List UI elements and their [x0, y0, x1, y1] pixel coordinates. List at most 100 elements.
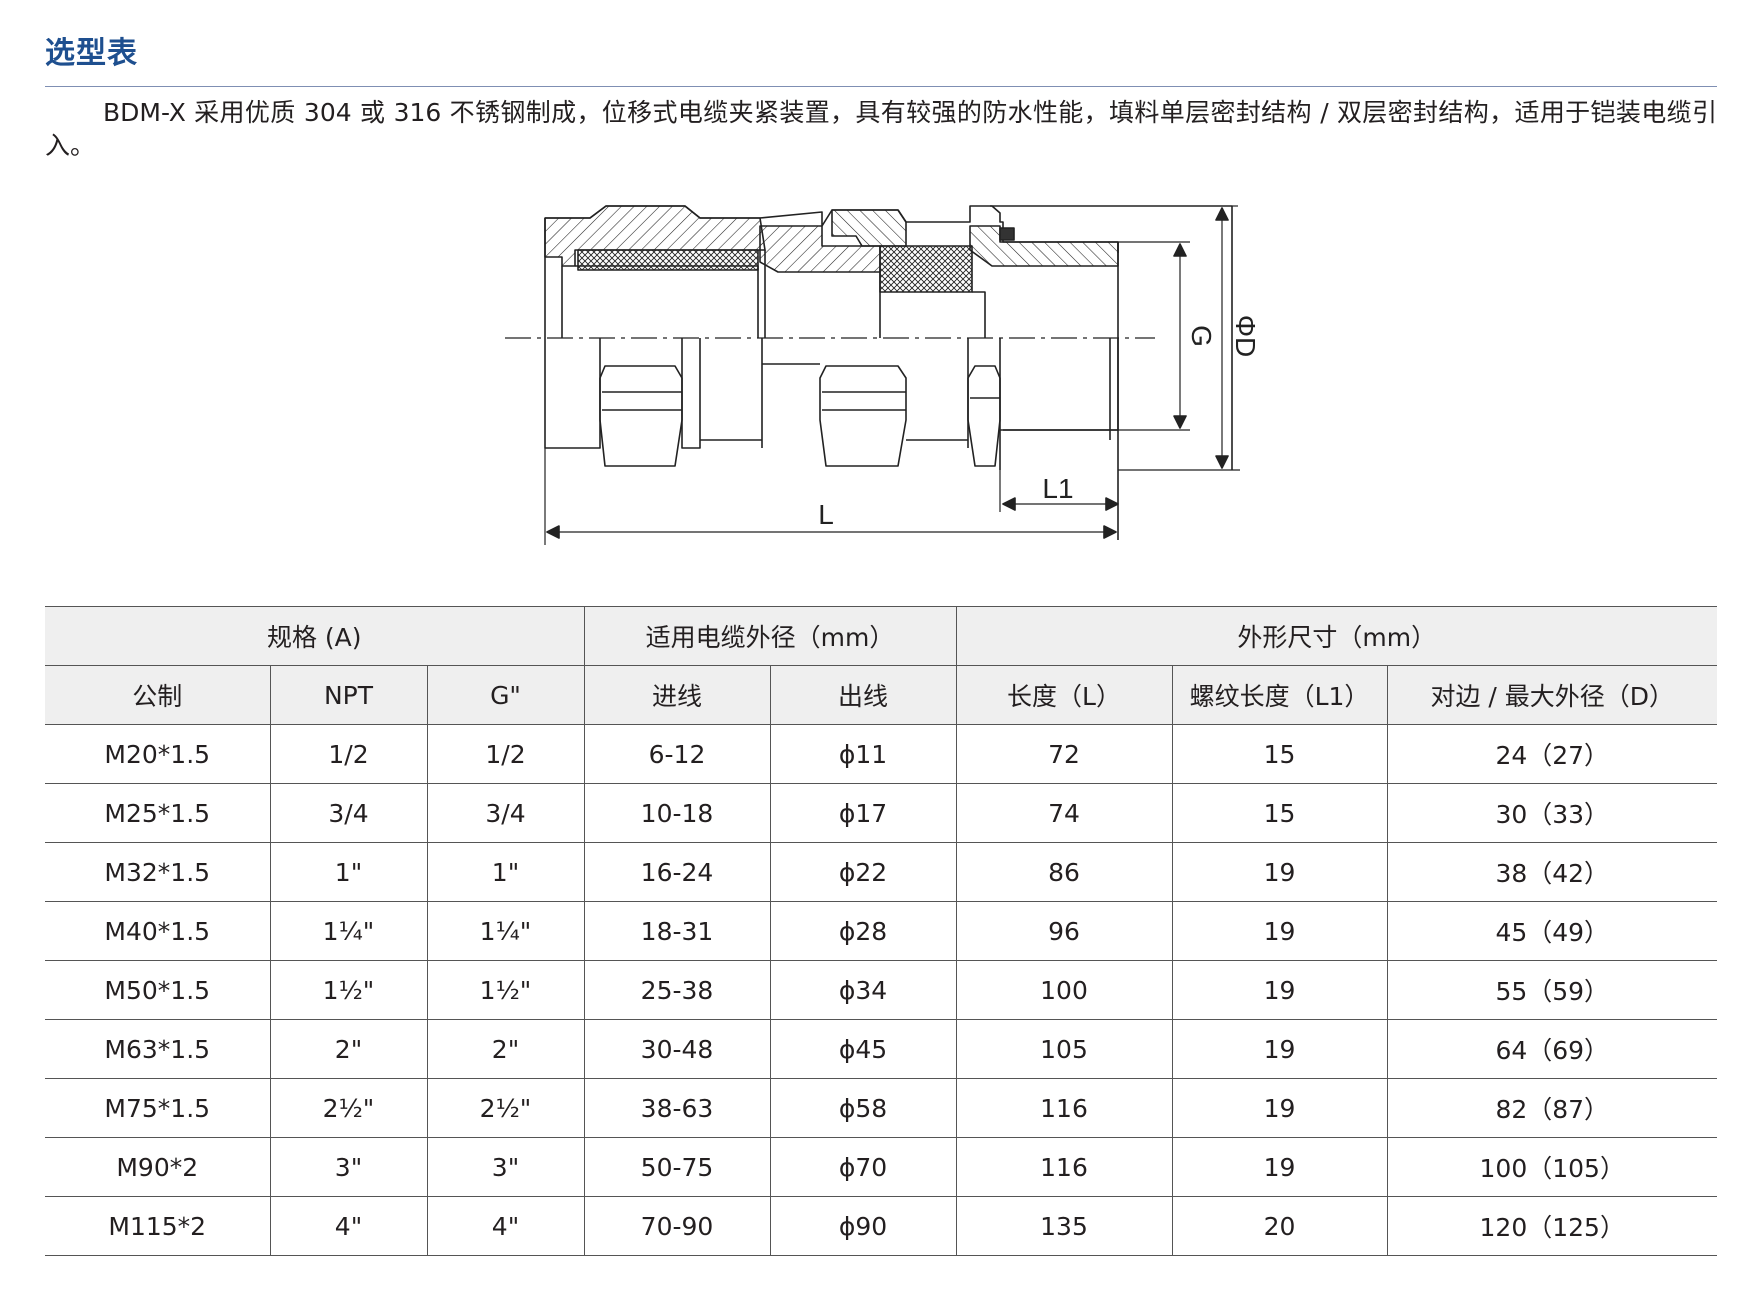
group-header-dimensions: 外形尺寸（mm）	[955, 606, 1717, 666]
cell-g: 2½"	[426, 1078, 585, 1138]
cell-outer-diameter: 45（49）	[1386, 901, 1717, 961]
cell-length: 100	[955, 960, 1173, 1020]
selection-table: 规格 (A) 适用电缆外径（mm） 外形尺寸（mm） 公制 NPT G" 进线 …	[45, 606, 1717, 1256]
col-header-thread-length: 螺纹长度（L1）	[1171, 665, 1388, 725]
cell-metric: M90*2	[45, 1137, 271, 1197]
cell-outlet: ϕ22	[769, 842, 957, 902]
cell-outlet: ϕ17	[769, 783, 957, 843]
cell-npt: 1¼"	[269, 901, 428, 961]
cell-npt: 3/4	[269, 783, 428, 843]
cell-outer-diameter: 38（42）	[1386, 842, 1717, 902]
cell-g: 2"	[426, 1019, 585, 1079]
cell-metric: M25*1.5	[45, 783, 271, 843]
cell-thread-length: 19	[1171, 1137, 1388, 1197]
cell-g: 1"	[426, 842, 585, 902]
cell-metric: M115*2	[45, 1196, 271, 1256]
col-header-g: G"	[426, 665, 585, 725]
cell-outer-diameter: 64（69）	[1386, 1019, 1717, 1079]
cell-outer-diameter: 82（87）	[1386, 1078, 1717, 1138]
col-header-outlet: 出线	[769, 665, 957, 725]
col-header-metric: 公制	[45, 665, 271, 725]
cell-length: 74	[955, 783, 1173, 843]
cell-inlet: 10-18	[583, 783, 771, 843]
column-header-row: 公制 NPT G" 进线 出线 长度（L） 螺纹长度（L1） 对边 / 最大外径…	[45, 665, 1717, 725]
cell-npt: 1/2	[269, 724, 428, 784]
cell-length: 72	[955, 724, 1173, 784]
cell-g: 4"	[426, 1196, 585, 1256]
group-header-spec: 规格 (A)	[45, 606, 585, 666]
intro-paragraph: BDM-X 采用优质 304 或 316 不锈钢制成，位移式电缆夹紧装置，具有较…	[45, 98, 1717, 160]
cell-outer-diameter: 100（105）	[1386, 1137, 1717, 1197]
cell-metric: M40*1.5	[45, 901, 271, 961]
cell-outer-diameter: 24（27）	[1386, 724, 1717, 784]
cell-outlet: ϕ70	[769, 1137, 957, 1197]
col-header-outer-diameter: 对边 / 最大外径（D）	[1386, 665, 1717, 725]
dim-label-L1: L1	[1042, 473, 1073, 504]
cell-outlet: ϕ58	[769, 1078, 957, 1138]
cell-thread-length: 19	[1171, 1019, 1388, 1079]
cell-metric: M75*1.5	[45, 1078, 271, 1138]
cell-thread-length: 15	[1171, 783, 1388, 843]
cell-thread-length: 15	[1171, 724, 1388, 784]
cell-inlet: 6-12	[583, 724, 771, 784]
group-header-cable-diameter: 适用电缆外径（mm）	[583, 606, 957, 666]
cell-thread-length: 19	[1171, 960, 1388, 1020]
cell-npt: 4"	[269, 1196, 428, 1256]
cell-length: 116	[955, 1078, 1173, 1138]
dim-label-G: G	[1186, 325, 1217, 347]
cell-outlet: ϕ90	[769, 1196, 957, 1256]
cell-thread-length: 20	[1171, 1196, 1388, 1256]
cell-g: 1½"	[426, 960, 585, 1020]
cell-metric: M63*1.5	[45, 1019, 271, 1079]
group-header-row: 规格 (A) 适用电缆外径（mm） 外形尺寸（mm）	[45, 606, 1717, 666]
cell-thread-length: 19	[1171, 901, 1388, 961]
cell-outlet: ϕ45	[769, 1019, 957, 1079]
cell-npt: 2½"	[269, 1078, 428, 1138]
dim-label-L: L	[818, 499, 834, 530]
cell-npt: 1"	[269, 842, 428, 902]
cell-g: 3/4	[426, 783, 585, 843]
cell-inlet: 70-90	[583, 1196, 771, 1256]
cell-outer-diameter: 30（33）	[1386, 783, 1717, 843]
cell-inlet: 30-48	[583, 1019, 771, 1079]
cell-npt: 3"	[269, 1137, 428, 1197]
cell-npt: 1½"	[269, 960, 428, 1020]
cell-g: 3"	[426, 1137, 585, 1197]
cell-metric: M50*1.5	[45, 960, 271, 1020]
cell-metric: M32*1.5	[45, 842, 271, 902]
dim-label-D: ΦD	[1230, 315, 1261, 358]
cell-length: 135	[955, 1196, 1173, 1256]
cell-outer-diameter: 55（59）	[1386, 960, 1717, 1020]
col-header-length: 长度（L）	[955, 665, 1173, 725]
cell-inlet: 50-75	[583, 1137, 771, 1197]
cell-length: 96	[955, 901, 1173, 961]
col-header-npt: NPT	[269, 665, 428, 725]
cell-g: 1/2	[426, 724, 585, 784]
cell-inlet: 16-24	[583, 842, 771, 902]
cell-g: 1¼"	[426, 901, 585, 961]
cell-inlet: 25-38	[583, 960, 771, 1020]
cell-outlet: ϕ34	[769, 960, 957, 1020]
cell-inlet: 18-31	[583, 901, 771, 961]
cell-npt: 2"	[269, 1019, 428, 1079]
page-title: 选型表	[45, 36, 138, 71]
cell-thread-length: 19	[1171, 1078, 1388, 1138]
title-divider	[45, 86, 1717, 87]
cell-outlet: ϕ11	[769, 724, 957, 784]
col-header-inlet: 进线	[583, 665, 771, 725]
cell-metric: M20*1.5	[45, 724, 271, 784]
cell-outer-diameter: 120（125）	[1386, 1196, 1717, 1256]
cell-inlet: 38-63	[583, 1078, 771, 1138]
cell-thread-length: 19	[1171, 842, 1388, 902]
cell-length: 116	[955, 1137, 1173, 1197]
